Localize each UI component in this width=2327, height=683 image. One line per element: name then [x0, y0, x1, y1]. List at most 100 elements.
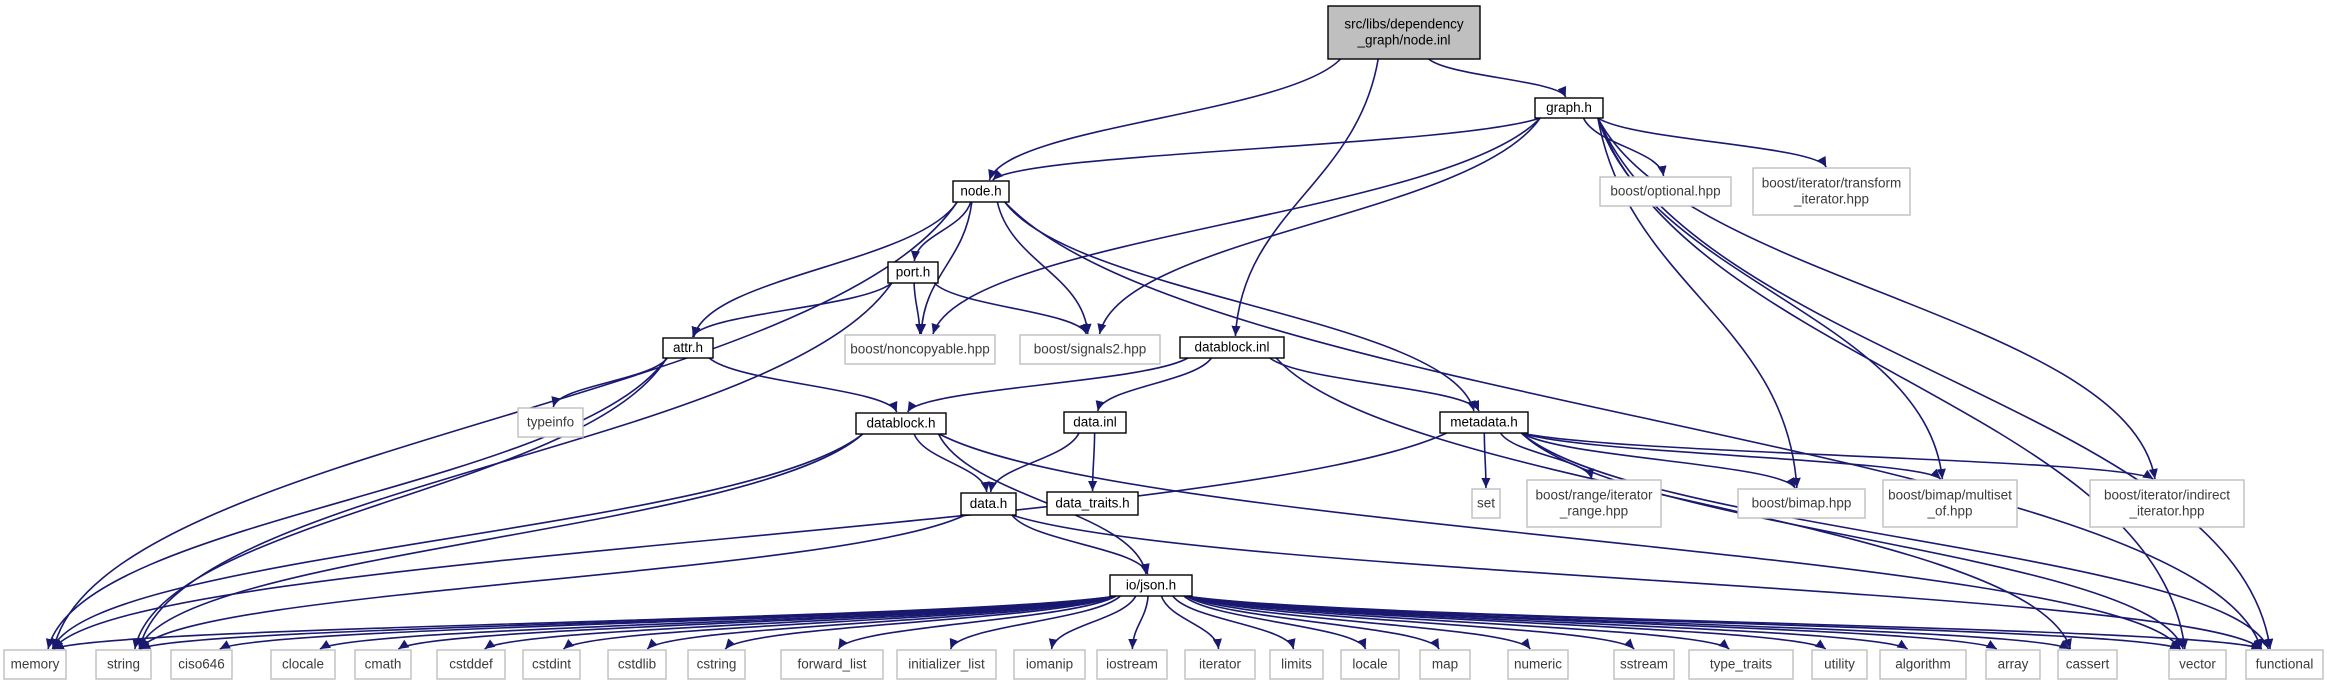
edge-graph-h-to-boost-transform-iterator: [1597, 117, 1827, 168]
node-cstring-label: cstring: [697, 657, 737, 672]
node-cassert-box: [2057, 649, 2118, 680]
edge-io-json-h-to-algorithm: [1185, 595, 1908, 650]
node-vector: vector: [2168, 649, 2227, 680]
node-attr-h[interactable]: attr.h: [662, 337, 714, 359]
edge-io-json-h-to-iostream: [1128, 595, 1149, 650]
node-functional-label: functional: [2256, 657, 2314, 672]
edge-io-json-h-to-map: [1185, 595, 1440, 650]
node-graph-h[interactable]: graph.h: [1534, 97, 1604, 119]
node-clocale-box: [270, 649, 336, 680]
node-data-traits-h-label: data_traits.h: [1055, 496, 1129, 511]
node-node-h[interactable]: node.h: [952, 180, 1010, 203]
node-set-label: set: [1477, 496, 1495, 511]
node-functional-box: [2245, 649, 2324, 680]
node-boost-signals2: boost/signals2.hpp: [1019, 334, 1161, 365]
node-algorithm-box: [1879, 649, 1967, 680]
edge-metadata-h-to-boost-bimap-multiset: [1521, 432, 1942, 480]
node-data-inl[interactable]: data.inl: [1063, 411, 1127, 434]
node-root[interactable]: src/libs/dependency_graph/node.inl: [1327, 5, 1481, 60]
node-sstream: sstream: [1613, 649, 1675, 680]
node-numeric: numeric: [1507, 649, 1569, 680]
node-locale-label: locale: [1352, 657, 1387, 672]
node-port-h-label: port.h: [896, 265, 931, 280]
node-string-label: string: [107, 657, 140, 672]
node-functional: functional: [2245, 649, 2324, 680]
node-numeric-label: numeric: [1514, 657, 1562, 672]
node-root-label: _graph/node.inl: [1356, 33, 1450, 48]
edge-datablock-h-to-string: [138, 433, 864, 650]
node-string: string: [95, 649, 152, 680]
edge-io-json-h-to-cstdlib: [646, 595, 1117, 650]
node-forward-list-label: forward_list: [797, 657, 866, 672]
node-iomanip-box: [1013, 649, 1086, 680]
node-boost-bimap-multiset-box: [1882, 479, 2018, 528]
node-boost-noncopyable: boost/noncopyable.hpp: [844, 334, 996, 365]
edge-io-json-h-to-initializer-list: [949, 595, 1121, 650]
node-port-h[interactable]: port.h: [887, 261, 939, 284]
node-ciso646-label: ciso646: [178, 657, 225, 672]
node-typeinfo-box: [517, 407, 584, 438]
node-iterator: iterator: [1184, 649, 1256, 680]
node-utility: utility: [1811, 649, 1868, 680]
node-cstddef: cstddef: [436, 649, 506, 680]
edge-metadata-h-to-boost-range-iterator: [1499, 432, 1595, 480]
edge-io-json-h-to-functional: [1185, 595, 2263, 650]
node-data-traits-h[interactable]: data_traits.h: [1046, 491, 1139, 516]
node-cmath: cmath: [354, 649, 412, 680]
edge-io-json-h-to-cstdint: [562, 595, 1117, 650]
node-iomanip-label: iomanip: [1026, 657, 1073, 672]
node-type-traits: type_traits: [1688, 649, 1794, 680]
node-boost-indirect-iterator-label: boost/iterator/indirect: [2104, 488, 2230, 503]
node-boost-bimap-multiset: boost/bimap/multiset_of.hpp: [1882, 479, 2018, 528]
edge-port-h-to-attr-h: [691, 282, 893, 338]
node-iostream-box: [1096, 649, 1168, 680]
node-datablock-inl-label: datablock.inl: [1194, 340, 1269, 355]
edge-root-to-node-h: [988, 58, 1342, 181]
node-metadata-h[interactable]: metadata.h: [1439, 411, 1529, 434]
node-boost-transform-iterator-label: boost/iterator/transform: [1762, 176, 1902, 191]
edge-io-json-h-to-cstddef: [484, 595, 1117, 650]
node-datablock-h-label: datablock.h: [866, 416, 935, 431]
edge-datablock-inl-to-datablock-h: [906, 357, 1189, 413]
node-clocale: clocale: [270, 649, 336, 680]
edge-root-to-datablock-inl: [1231, 58, 1379, 337]
node-set-box: [1471, 488, 1501, 519]
edge-io-json-h-to-cstring: [724, 595, 1117, 650]
node-datablock-h-box: [855, 412, 947, 435]
edge-node-h-to-boost-signals2: [996, 201, 1092, 335]
node-iterator-label: iterator: [1199, 657, 1242, 672]
node-cmath-box: [354, 649, 412, 680]
node-attr-h-label: attr.h: [673, 340, 703, 355]
node-boost-bimap-label: boost/bimap.hpp: [1752, 496, 1852, 511]
edge-datablock-h-to-vector: [938, 433, 2182, 650]
node-utility-box: [1811, 649, 1868, 680]
node-datablock-h[interactable]: datablock.h: [855, 412, 947, 435]
node-initializer-list: initializer_list: [896, 649, 997, 680]
edge-node-h-to-attr-h: [691, 201, 958, 338]
node-memory-label: memory: [11, 657, 60, 672]
edge-attr-h-to-string: [132, 357, 668, 650]
node-datablock-inl[interactable]: datablock.inl: [1179, 336, 1285, 359]
node-io-json-h[interactable]: io/json.h: [1109, 574, 1193, 597]
node-boost-transform-iterator-box: [1752, 167, 1911, 216]
node-metadata-h-label: metadata.h: [1450, 415, 1518, 430]
edge-node-h-to-port-h: [910, 201, 972, 262]
node-type-traits-label: type_traits: [1710, 657, 1773, 672]
edge-metadata-h-to-vector: [1520, 432, 2185, 650]
edge-graph-h-to-vector: [1597, 117, 2189, 650]
node-data-h[interactable]: data.h: [960, 492, 1017, 516]
edge-datablock-inl-to-data-inl: [1095, 357, 1213, 412]
node-cassert-label: cassert: [2066, 657, 2110, 672]
node-sstream-label: sstream: [1620, 657, 1668, 672]
node-boost-optional: boost/optional.hpp: [1599, 176, 1732, 207]
edge-io-json-h-to-numeric: [1185, 595, 1531, 650]
node-cmath-label: cmath: [365, 657, 402, 672]
node-forward-list: forward_list: [780, 649, 884, 680]
edge-datablock-h-to-memory: [51, 433, 864, 650]
edge-metadata-h-to-set: [1481, 432, 1491, 489]
edge-port-h-to-boost-signals2: [933, 282, 1088, 335]
node-vector-box: [2168, 649, 2227, 680]
node-boost-noncopyable-label: boost/noncopyable.hpp: [850, 342, 990, 357]
node-boost-bimap-multiset-label: boost/bimap/multiset: [1888, 488, 2012, 503]
node-root-label: src/libs/dependency: [1344, 17, 1464, 32]
